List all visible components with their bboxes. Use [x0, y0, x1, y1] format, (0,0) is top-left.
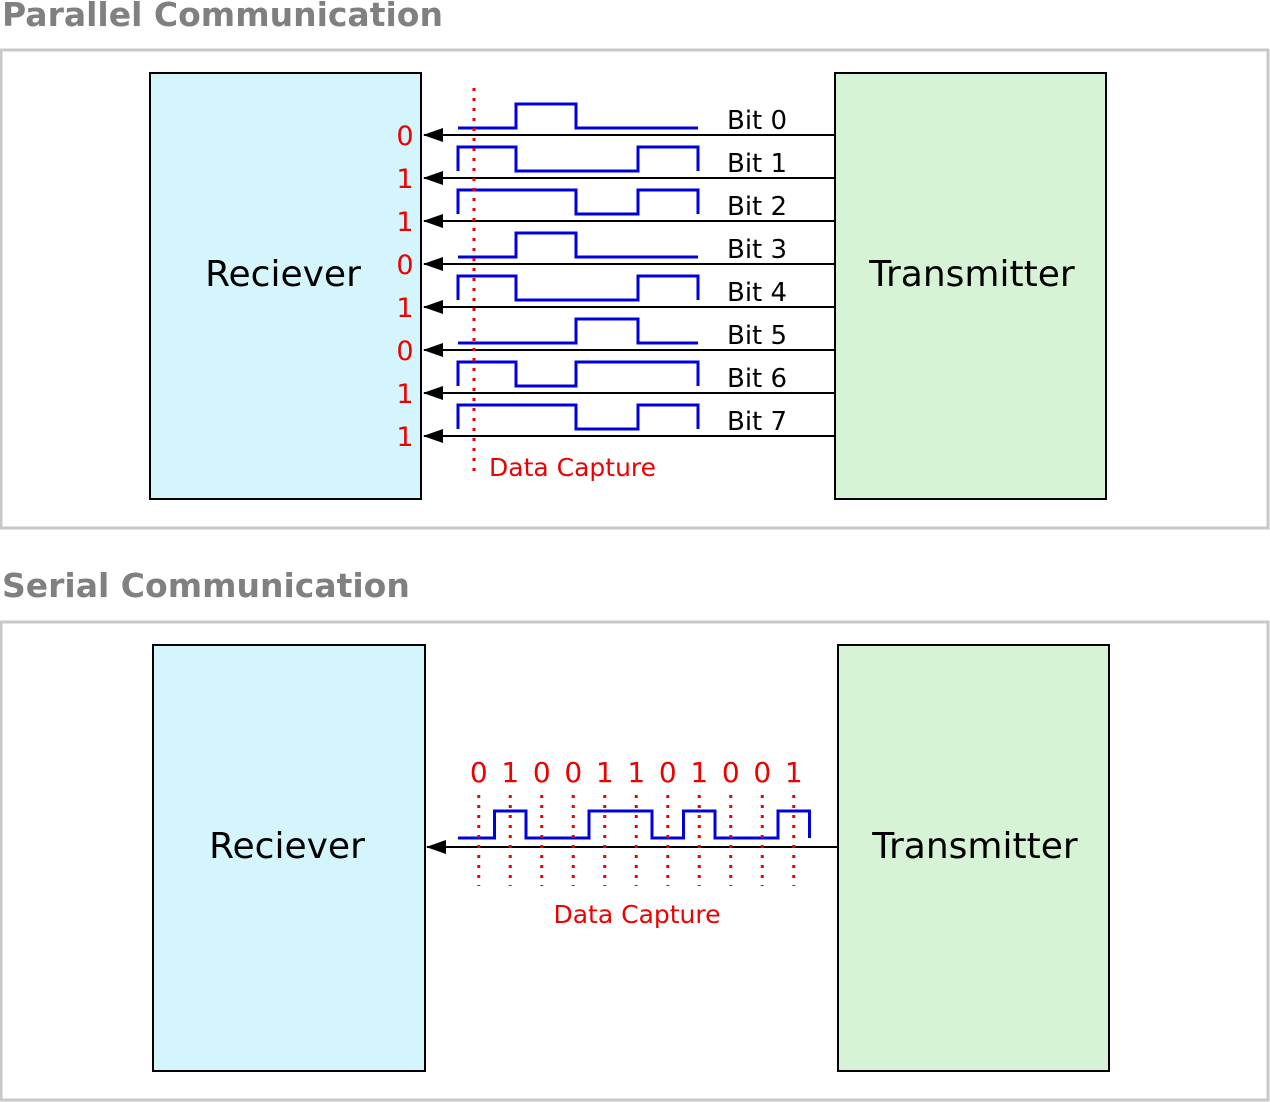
parallel-receiver-box [149, 72, 422, 500]
bit-label-1: Bit 1 [727, 149, 787, 179]
bit-label-4: Bit 4 [727, 278, 787, 308]
serial-bit-2: 0 [533, 756, 551, 789]
parallel-wave-5 [458, 317, 698, 345]
parallel-transmitter-box [834, 72, 1107, 500]
captured-bit-4: 1 [396, 293, 413, 324]
parallel-wave-0 [458, 102, 698, 130]
serial-bit-9: 0 [753, 756, 771, 789]
captured-bit-3: 0 [396, 250, 413, 281]
serial-bit-3: 0 [564, 756, 582, 789]
serial-receiver-box [152, 644, 426, 1072]
parallel-wave-1 [456, 145, 700, 173]
serial-section-title: Serial Communication [2, 566, 410, 605]
captured-bit-2: 1 [396, 207, 413, 238]
parallel-wave-3 [458, 231, 698, 259]
serial-bit-1: 1 [501, 756, 519, 789]
captured-bit-5: 0 [396, 336, 413, 367]
bit-label-5: Bit 5 [727, 321, 787, 351]
bit-label-6: Bit 6 [727, 364, 787, 394]
bit-label-7: Bit 7 [727, 407, 787, 437]
serial-bit-5: 1 [627, 756, 645, 789]
serial-bit-10: 1 [785, 756, 803, 789]
serial-bit-0: 0 [470, 756, 488, 789]
parallel-transmitter-label: Transmitter [868, 254, 1075, 295]
parallel-capture-label: Data Capture [489, 453, 656, 482]
bit-label-0: Bit 0 [727, 106, 787, 136]
parallel-wave-2 [456, 188, 700, 216]
parallel-wave-7 [456, 403, 700, 431]
serial-bit-4: 1 [596, 756, 614, 789]
parallel-wave-6 [456, 360, 700, 388]
parallel-section-title: Parallel Communication [2, 0, 443, 34]
serial-bit-7: 1 [690, 756, 708, 789]
parallel-receiver-label: Reciever [205, 254, 361, 295]
bit-label-2: Bit 2 [727, 192, 787, 222]
parallel-wave-4 [456, 274, 700, 302]
bit-label-3: Bit 3 [727, 235, 787, 265]
serial-wave-line [458, 809, 811, 840]
captured-bit-6: 1 [396, 379, 413, 410]
serial-transmitter-label: Transmitter [871, 826, 1078, 867]
captured-bit-1: 1 [396, 164, 413, 195]
captured-bit-7: 1 [396, 422, 413, 453]
serial-capture-label: Data Capture [553, 900, 720, 929]
serial-receiver-label: Reciever [209, 826, 365, 867]
captured-bit-0: 0 [396, 121, 413, 152]
serial-bit-6: 0 [659, 756, 677, 789]
serial-transmitter-box [837, 644, 1110, 1072]
serial-bit-8: 0 [722, 756, 740, 789]
